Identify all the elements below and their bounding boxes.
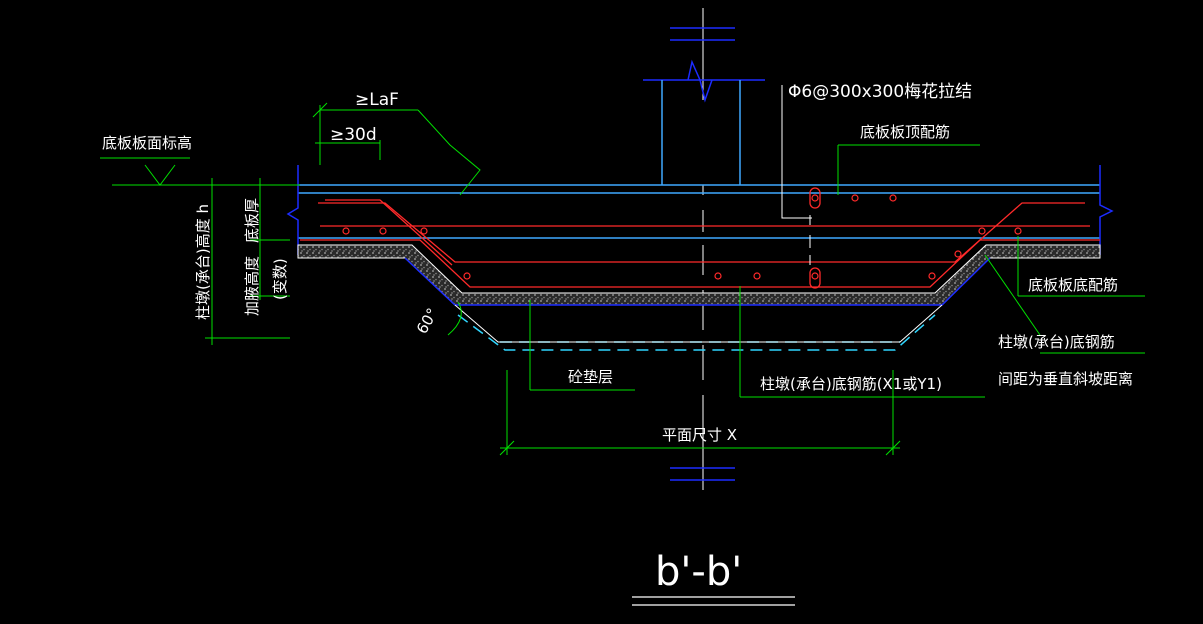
rebar-lines [300,199,1100,288]
pier-base-outline [454,304,943,343]
label-slab-top-rebar: 底板板顶配筋 [860,123,950,141]
tie-bar-symbol [809,187,821,289]
label-pier-bottom-rebar: 柱墩(承台)底钢筋 [998,333,1115,351]
label-angle: 60° [413,305,442,337]
title-underline [632,596,795,606]
label-anchor-30d: ≥30d [330,125,377,145]
rebar-dots [342,194,1022,280]
column-section [643,59,765,185]
label-laf: ≥LaF [355,90,399,110]
label-plan-size: 平面尺寸 X [662,426,737,444]
label-slab-bottom-rebar: 底板板底配筋 [1028,276,1118,294]
label-bedding-layer: 砼垫层 [568,368,613,386]
concrete-bedding [297,244,1101,306]
label-added-height: 加腋高度 [243,256,261,316]
leader-lines [100,102,1145,456]
centerline-ticks [670,27,735,481]
bedding-lower-outline [404,257,991,306]
slab-outline [286,165,1114,255]
label-spacing-note: 间距为垂直斜坡距离 [998,370,1133,388]
label-pier-bottom-rebar-xy: 柱墩(承台)底钢筋(X1或Y1) [760,375,942,393]
section-title: b'-b' [655,549,742,595]
label-variable: (变数) [271,258,289,300]
label-pier-height: 柱墩(承台)高度 h [194,204,212,320]
label-tie-bars: Φ6@300x300梅花拉结 [788,82,972,102]
tie-bar-leader [781,85,812,219]
angle-arc [447,301,462,336]
label-slab-top-elevation: 底板板面标高 [102,134,192,152]
label-slab-thickness: 底板厚 [243,198,261,243]
